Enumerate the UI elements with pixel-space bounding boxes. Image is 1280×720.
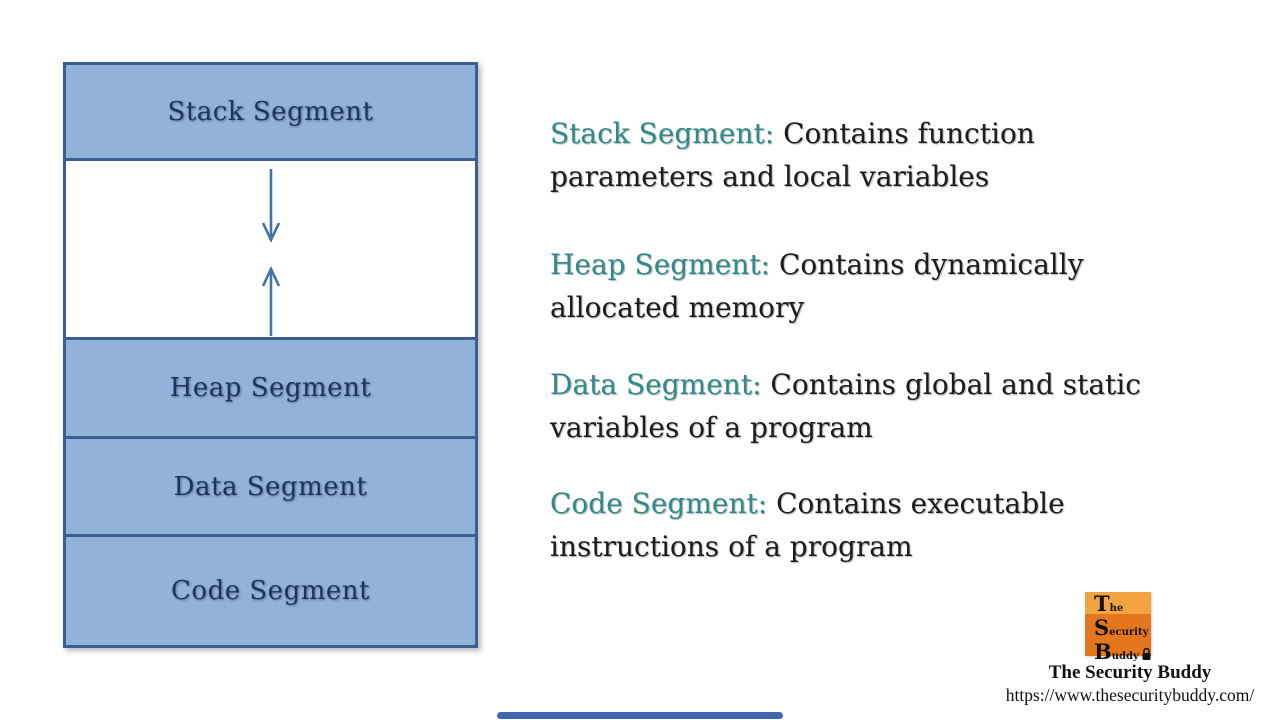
code-segment-description: Code Segment: Contains executable instru… (550, 482, 1065, 568)
stack-term: Stack Segment: (550, 117, 775, 150)
bottom-progress-bar (497, 712, 783, 719)
brand-url: https://www.thesecuritybuddy.com/ (1005, 685, 1255, 705)
stack-segment-label: Stack Segment (167, 96, 374, 127)
data-desc-line2: variables of a program (550, 411, 873, 444)
logo-line-the: The (1094, 591, 1124, 616)
padlock-icon (1141, 646, 1152, 665)
brand-caption: The Security Buddy https://www.thesecuri… (985, 661, 1275, 706)
heap-segment-block: Heap Segment (66, 340, 475, 439)
stack-desc-line1: Contains function (783, 117, 1035, 150)
code-desc-line1: Contains executable (776, 487, 1065, 520)
arrow-down-icon (261, 168, 280, 243)
code-segment-label: Code Segment (171, 576, 370, 606)
free-memory-gap (66, 161, 475, 340)
logo-line-buddy: Buddy (1094, 641, 1152, 666)
security-buddy-logo: The Security Buddy (1085, 591, 1151, 662)
data-desc-line1: Contains global and static (770, 368, 1141, 401)
data-segment-block: Data Segment (66, 439, 475, 537)
brand-name: The Security Buddy (1048, 662, 1212, 683)
data-segment-label: Data Segment (173, 471, 368, 502)
heap-desc-line1: Contains dynamically (778, 248, 1084, 281)
heap-desc-line2: allocated memory (550, 291, 805, 324)
stack-segment-description: Stack Segment: Contains function paramet… (550, 112, 1035, 198)
stack-desc-line2: parameters and local variables (550, 160, 990, 193)
data-segment-description: Data Segment: Contains global and static… (550, 363, 1141, 449)
heap-term: Heap Segment: (550, 248, 771, 281)
code-segment-block: Code Segment (66, 537, 475, 645)
logo-line-security: Security (1094, 615, 1149, 640)
code-desc-line2: instructions of a program (550, 530, 913, 563)
data-term: Data Segment: (550, 368, 762, 401)
arrow-up-icon (261, 265, 280, 336)
stack-segment-block: Stack Segment (66, 65, 475, 161)
growth-arrows (261, 168, 280, 336)
memory-layout-diagram: Stack Segment Heap Segment Data Segment … (63, 62, 478, 648)
heap-segment-label: Heap Segment (169, 373, 372, 403)
code-term: Code Segment: (550, 487, 768, 520)
heap-segment-description: Heap Segment: Contains dynamically alloc… (550, 243, 1084, 329)
